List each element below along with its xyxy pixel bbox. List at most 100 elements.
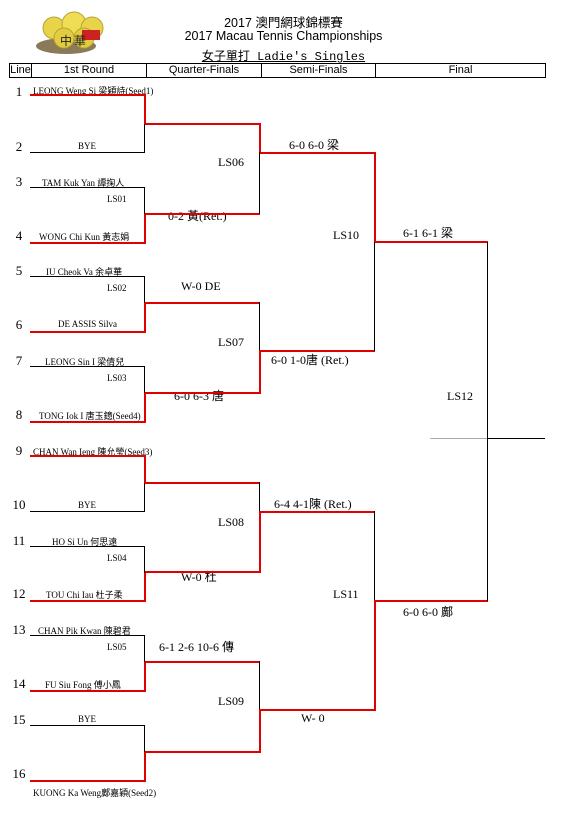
match-code: LS04: [107, 553, 127, 563]
bracket-connector: [144, 546, 145, 573]
line-number: 7: [15, 353, 23, 368]
bracket-connector: [144, 366, 145, 393]
player-name: WONG Chi Kun 黃志娟: [39, 232, 130, 242]
match-score: 6-4 4-1陳 (Ret.): [274, 497, 352, 511]
logo-text: 中華: [60, 34, 89, 48]
bracket-line-winner: [30, 242, 145, 244]
bracket-line-winner: [30, 421, 145, 423]
match-score: W- 0: [301, 711, 325, 725]
player-name: FU Siu Fong 傅小鳳: [45, 680, 121, 690]
match-code: LS03: [107, 373, 127, 383]
bracket-connector: [144, 725, 145, 752]
bracket-line: [30, 725, 145, 726]
line-number: 2: [15, 139, 23, 154]
bracket-connector: [144, 635, 145, 662]
bracket-connector: [259, 350, 261, 394]
match-score: 6-0 6-0 鄺: [403, 605, 453, 619]
tennis-balls-logo-icon: [36, 11, 104, 54]
bracket-connector: [144, 573, 146, 602]
bracket-connector: [144, 393, 146, 423]
bracket-line-winner: [145, 571, 260, 573]
bracket-line-winner: [30, 455, 145, 457]
bracket-connector: [144, 455, 146, 483]
bracket-connector: [259, 709, 261, 753]
bracket-line: [30, 187, 145, 188]
match-code: LS01: [107, 194, 127, 204]
bracket-connector: [487, 242, 488, 601]
column-quarter-finals: Quarter-Finals: [147, 64, 262, 77]
bracket-line: [30, 366, 145, 367]
match-score: 6-0 1-0唐 (Ret.): [271, 353, 349, 367]
player-name: LEONG Weng Si 梁穎詩(Seed1): [33, 86, 154, 96]
match-code: LS11: [333, 587, 359, 601]
player-name: BYE: [78, 714, 96, 724]
match-score: 6-1 2-6 10-6 傳: [159, 640, 234, 654]
bracket-line: [30, 276, 145, 277]
bracket-connector: [259, 302, 260, 351]
bracket-connector: [259, 511, 261, 573]
line-number: 13: [12, 622, 26, 637]
player-name: CHAN Wan Ieng 陳允瑩(Seed3): [33, 447, 153, 457]
column-final: Final: [448, 64, 473, 76]
bracket-line-winner: [30, 94, 145, 96]
player-name: TAM Kuk Yan 譚掬人: [42, 178, 125, 188]
bracket-connector: [144, 124, 145, 153]
match-code: LS05: [107, 642, 127, 652]
bracket-connector: [144, 276, 145, 303]
match-code: LS07: [218, 335, 245, 349]
match-code: LS02: [107, 283, 127, 293]
bracket-line-winner: [145, 751, 260, 753]
match-code: LS12: [447, 389, 474, 403]
line-number: 9: [15, 443, 23, 458]
line-number: 4: [15, 228, 23, 243]
bracket-connector: [259, 152, 260, 214]
bracket-line: [30, 546, 145, 547]
line-number: 11: [12, 533, 26, 548]
bracket-line-winner: [145, 482, 260, 484]
bracket-line: [30, 511, 145, 512]
bracket-line-winner: [145, 213, 260, 215]
bracket-connector: [374, 152, 376, 242]
column-semi-finals: Semi-Finals: [262, 64, 376, 77]
line-number: 5: [15, 263, 23, 278]
match-code: LS10: [333, 228, 360, 242]
player-name: KUONG Ka Weng鄺嘉穎(Seed2): [33, 788, 157, 798]
player-name: BYE: [78, 500, 96, 510]
bracket-line-winner: [30, 331, 145, 333]
bracket-line-winner: [260, 511, 375, 513]
bracket-connector: [144, 214, 146, 244]
line-number: 15: [12, 712, 26, 727]
match-score: W-0 杜: [181, 570, 217, 584]
line-number: 12: [12, 586, 26, 601]
player-name: IU Cheok Va 余卓華: [46, 267, 123, 277]
player-name: DE ASSIS Silva: [58, 319, 118, 329]
bracket-connector: [374, 511, 375, 601]
bracket-line-winner: [145, 392, 260, 394]
line-number: 3: [15, 174, 23, 189]
player-name: TONG Iok I 唐玉鐿(Seed4): [39, 411, 141, 421]
bracket-line-winner: [375, 241, 488, 243]
bracket-connector: [144, 752, 146, 782]
bracket-connector: [259, 661, 260, 710]
bracket-connector: [144, 303, 146, 333]
bracket-line: [30, 152, 145, 153]
line-number: 1: [15, 84, 23, 99]
line-number: 14: [12, 676, 26, 691]
column-line: Line: [10, 64, 32, 77]
bracket-line-winner: [30, 690, 145, 692]
bracket-line-winner: [30, 780, 145, 782]
bracket-line-winner: [145, 123, 260, 125]
bracket-line-winner: [30, 600, 145, 602]
player-name: HO Si Un 何思遠: [52, 537, 118, 547]
match-score: 6-0 6-0 梁: [289, 138, 339, 152]
title-english: 2017 Macau Tennis Championships: [184, 29, 383, 43]
match-code: LS06: [218, 155, 245, 169]
bracket-connector: [374, 600, 376, 711]
match-code: LS08: [218, 515, 245, 529]
bracket-line: [30, 635, 145, 636]
bracket-connector: [259, 482, 260, 512]
match-score: 0-2 黃(Ret.): [168, 209, 227, 223]
bracket-line-winner: [145, 661, 260, 663]
bracket-connector: [144, 483, 145, 512]
title-chinese: 2017 澳門網球錦標賽: [224, 16, 343, 30]
